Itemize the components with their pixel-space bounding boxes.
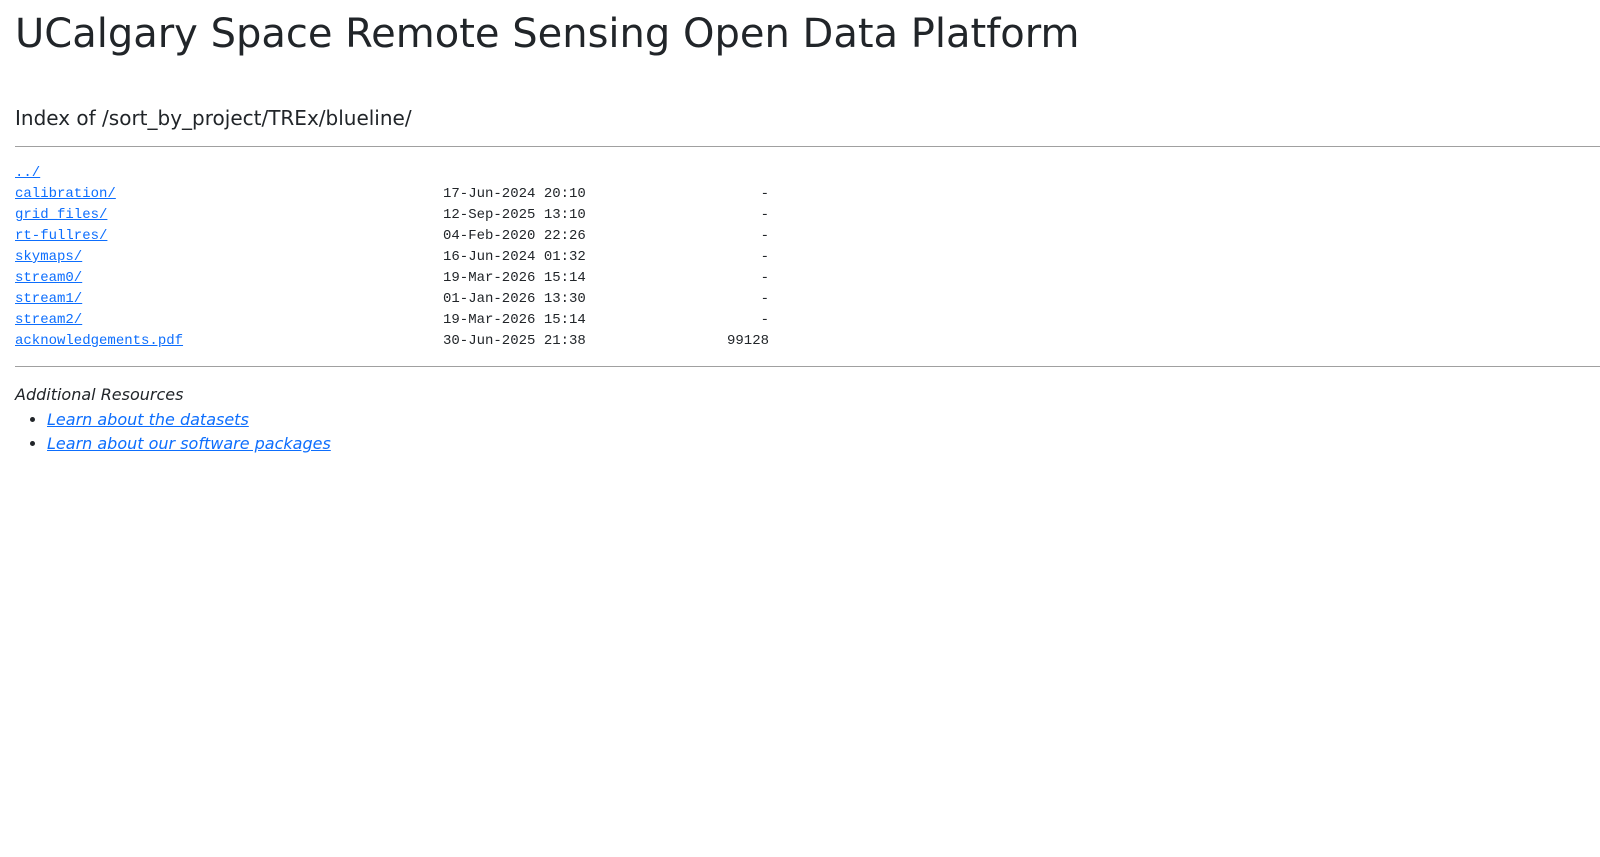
list-item: stream0/ 19-Mar-2026 15:14 -: [15, 268, 1600, 289]
entry-size: -: [760, 270, 769, 286]
list-item: stream2/ 19-Mar-2026 15:14 -: [15, 310, 1600, 331]
entry-link-skymaps[interactable]: skymaps/: [15, 249, 83, 265]
list-item: Learn about the datasets: [47, 408, 1600, 432]
directory-listing: ../ calibration/ 17-Jun-2024 20:10 - gri…: [15, 163, 1600, 352]
entry-link-calibration[interactable]: calibration/: [15, 186, 116, 202]
entry-link-stream1[interactable]: stream1/: [15, 291, 83, 307]
entry-link-grid-files[interactable]: grid_files/: [15, 207, 108, 223]
list-item: rt-fullres/ 04-Feb-2020 22:26 -: [15, 226, 1600, 247]
entry-link-acknowledgements-pdf[interactable]: acknowledgements.pdf: [15, 333, 184, 349]
list-item: skymaps/ 16-Jun-2024 01:32 -: [15, 247, 1600, 268]
entry-date: 16-Jun-2024 01:32: [443, 249, 586, 265]
page: UCalgary Space Remote Sensing Open Data …: [15, 0, 1600, 456]
parent-directory-link[interactable]: ../: [15, 165, 41, 181]
site-title: UCalgary Space Remote Sensing Open Data …: [15, 11, 1080, 57]
entry-link-stream0[interactable]: stream0/: [15, 270, 83, 286]
list-item: calibration/ 17-Jun-2024 20:10 -: [15, 184, 1600, 205]
entry-size: -: [760, 228, 769, 244]
entry-size: -: [760, 312, 769, 328]
top-divider: [15, 146, 1600, 147]
entry-size: -: [760, 186, 769, 202]
entry-date: 04-Feb-2020 22:26: [443, 228, 586, 244]
entry-link-stream2[interactable]: stream2/: [15, 312, 83, 328]
resources-heading: Additional Resources: [15, 385, 184, 404]
resource-list: Learn about the datasets Learn about our…: [15, 408, 1600, 456]
list-item: acknowledgements.pdf 30-Jun-2025 21:38 9…: [15, 331, 1600, 352]
entry-date: 19-Mar-2026 15:14: [443, 270, 586, 286]
entry-date: 19-Mar-2026 15:14: [443, 312, 586, 328]
entry-size: -: [760, 249, 769, 265]
list-item-parent: ../: [15, 163, 1600, 184]
learn-software-link[interactable]: Learn about our software packages: [47, 434, 331, 453]
entry-date: 12-Sep-2025 13:10: [443, 207, 586, 223]
additional-resources: Additional Resources Learn about the dat…: [15, 384, 1600, 456]
entry-size: -: [760, 291, 769, 307]
entry-date: 17-Jun-2024 20:10: [443, 186, 586, 202]
list-item: grid_files/ 12-Sep-2025 13:10 -: [15, 205, 1600, 226]
list-item: stream1/ 01-Jan-2026 13:30 -: [15, 289, 1600, 310]
index-title: Index of /sort_by_project/TREx/blueline/: [15, 106, 412, 130]
list-item: Learn about our software packages: [47, 432, 1600, 456]
learn-datasets-link[interactable]: Learn about the datasets: [47, 410, 249, 429]
bottom-divider: [15, 366, 1600, 367]
entry-date: 30-Jun-2025 21:38: [443, 333, 586, 349]
entry-size: 99128: [726, 333, 769, 349]
entry-size: -: [760, 207, 769, 223]
entry-link-rt-fullres[interactable]: rt-fullres/: [15, 228, 108, 244]
entry-date: 01-Jan-2026 13:30: [443, 291, 586, 307]
